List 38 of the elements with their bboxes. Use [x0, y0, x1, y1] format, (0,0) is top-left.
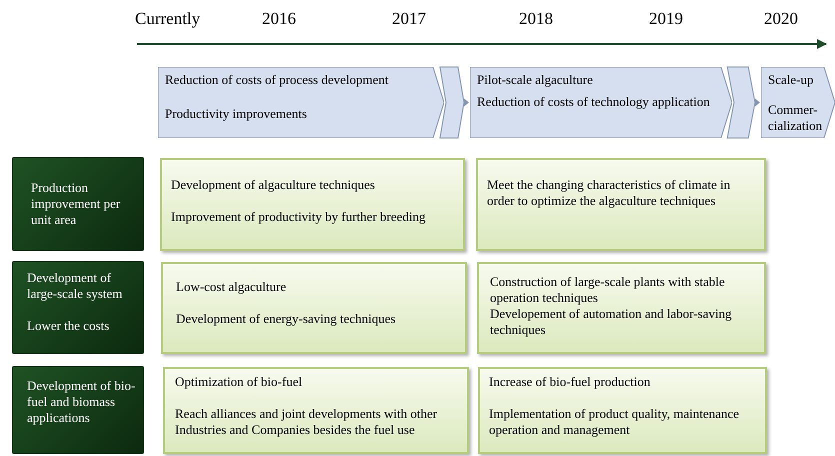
task-card	[163, 367, 469, 454]
chevron-arrow	[726, 66, 760, 138]
task-card	[476, 158, 766, 251]
task-text: Optimization of bio-fuel	[175, 374, 304, 390]
task-text: Developement of automation and labor-saving techniques	[490, 306, 733, 338]
phase-text: Pilot-scale algaculture	[477, 72, 594, 88]
task-text: Low-cost algaculture	[176, 279, 288, 295]
category-text: Production improvement per unit area	[31, 180, 122, 228]
category-panel	[12, 157, 144, 251]
task-card	[477, 262, 766, 354]
task-text: Meet the changing characteristics of climate in order to optimize the algaculture techniques	[487, 177, 732, 209]
task-card	[478, 367, 767, 454]
task-text: Increase of bio-fuel production	[489, 374, 652, 390]
timeline-label: 2020	[764, 8, 798, 30]
phase-text: Reduction of costs of process development	[165, 72, 390, 88]
phase-text: Reduction of costs of technology application	[477, 94, 711, 110]
task-card	[160, 158, 465, 251]
timeline-label: 2018	[519, 8, 553, 30]
category-panel	[12, 366, 144, 454]
timeline-label: 2019	[649, 8, 683, 30]
task-card	[161, 262, 467, 354]
timeline-label: Currently	[135, 8, 200, 30]
phase-text: Productivity improvements	[165, 106, 308, 122]
task-text: Development of energy-saving techniques	[176, 311, 397, 327]
task-text: Improvement of productivity by further breeding	[171, 209, 427, 225]
category-text: Development of large-scale system	[27, 270, 124, 302]
chevron-arrow	[439, 66, 469, 138]
task-text: Development of algaculture techniques	[171, 177, 376, 193]
category-text: Development of bio-fuel and biomass applications	[27, 378, 136, 426]
category-panel	[12, 261, 144, 354]
task-text: Implementation of product quality, maintenance operation and management	[489, 406, 740, 438]
timeline-label: 2016	[262, 8, 296, 30]
category-text: Lower the costs	[27, 318, 110, 334]
task-text: Construction of large-scale plants with stable operation techniques	[490, 274, 726, 306]
phase-text: Scale-up	[768, 72, 814, 88]
task-text: Reach alliances and joint developments with other Industries and Companies besides the fuel use	[175, 406, 438, 438]
timeline-label: 2017	[392, 8, 426, 30]
phase-text: Commer-cialization	[768, 102, 823, 134]
